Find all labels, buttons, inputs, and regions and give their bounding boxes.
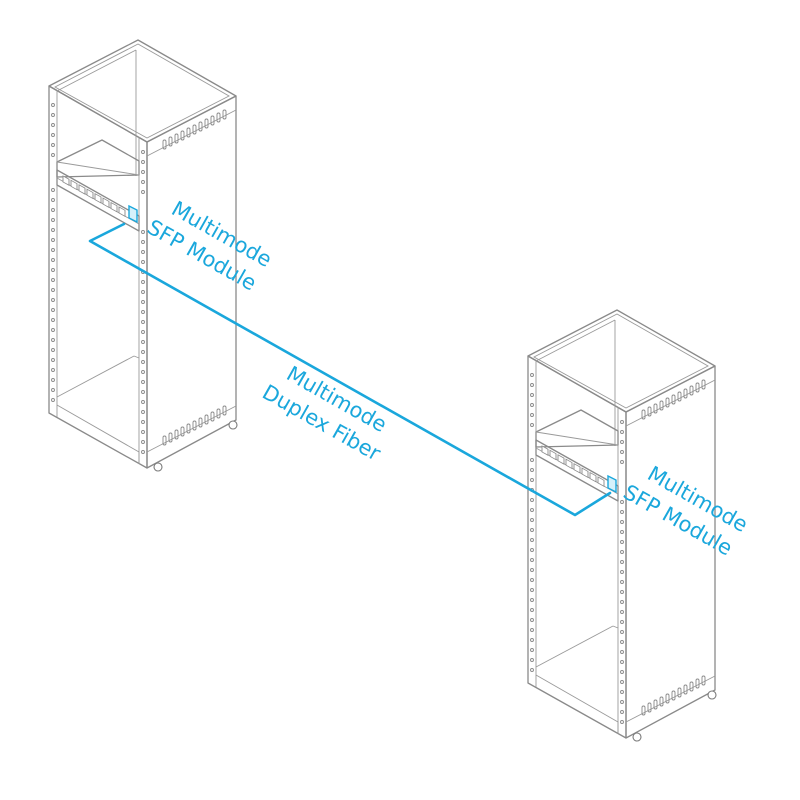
label-sfp-left: Multimode SFP Module [143, 196, 276, 295]
caster-wheel-icon [228, 420, 238, 430]
sfp-module-icon [607, 474, 617, 494]
rail-holes [530, 373, 624, 724]
caster-wheel-icon [707, 690, 717, 700]
label-sfp-right: Multimode SFP Module [619, 461, 752, 560]
label-cable: Multimode Duplex Fiber [258, 361, 391, 465]
sfp-module-icon [128, 204, 138, 224]
rail-holes [51, 103, 145, 454]
rack-left [48, 39, 238, 472]
network-switch-icon [56, 169, 140, 232]
vent-slots [641, 379, 706, 716]
rack-right [527, 309, 717, 742]
switch-ports [62, 175, 126, 217]
vent-slots [162, 109, 227, 446]
caster-wheel-icon [153, 462, 163, 472]
caster-wheel-icon [632, 732, 642, 742]
switch-ports [541, 445, 605, 487]
server-rack-icon [527, 309, 717, 742]
fiber-cable [88, 222, 612, 517]
network-switch-icon [535, 439, 619, 502]
